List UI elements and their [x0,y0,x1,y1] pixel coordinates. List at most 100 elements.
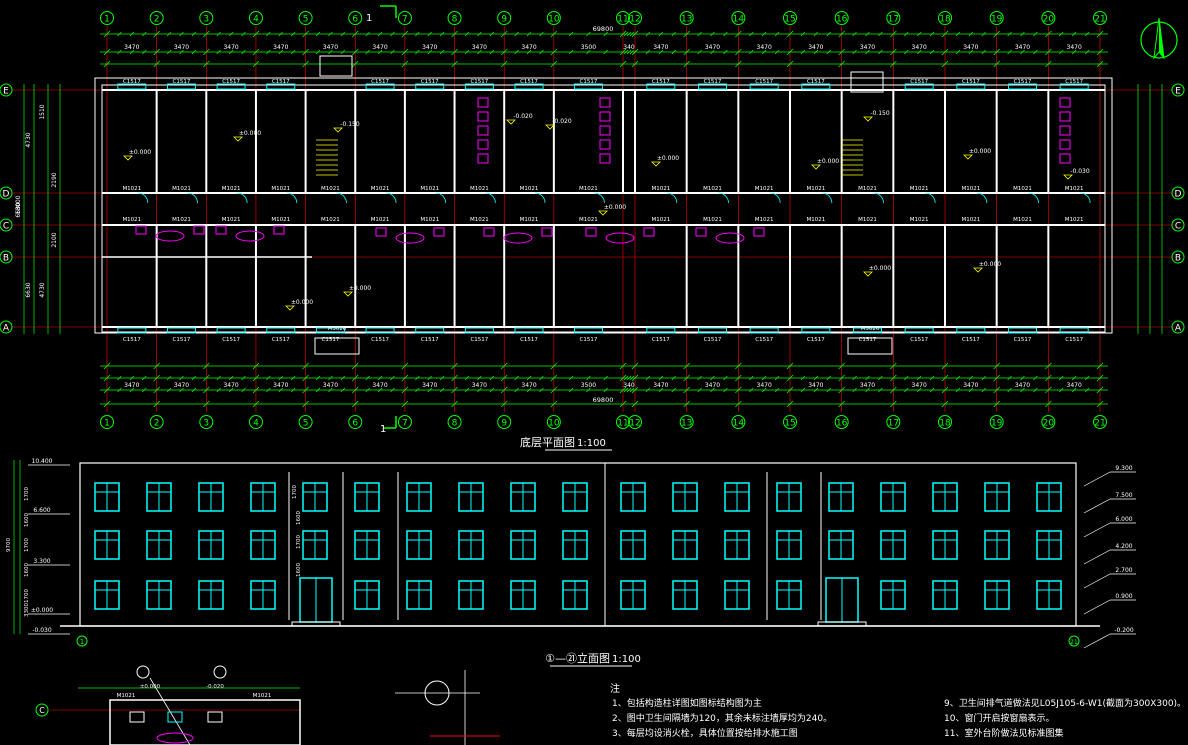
window-north [216,83,246,90]
elevation-left-dim: 3300 [24,603,30,617]
dim-tick [340,387,346,393]
level-label: -0.020 [552,118,572,125]
axis-label-col-4: 4 [253,419,259,429]
door-label: M1021 [910,186,929,192]
dim-tick [941,400,949,408]
dim-tick [645,31,651,37]
axis-bubble-col-21 [1093,11,1107,25]
axis-label-col-8: 8 [452,15,458,25]
dim-tick [103,374,111,382]
dim-tick [1045,48,1052,56]
dim-tick [813,49,819,55]
dim-tick [723,387,728,393]
dim-tick [813,31,819,37]
dim-tick [1059,375,1064,381]
left-dim-label: 2190 [51,172,58,187]
window-south [166,327,196,334]
dim-tick [852,49,857,55]
axis-bubble-col-9 [497,415,512,429]
window-label: C1517 [123,337,141,343]
dim-tick [129,375,135,381]
elevation-right-level: 2.700 [1115,567,1132,574]
dim-tick [761,49,767,55]
window-label: C1517 [123,79,141,85]
dim-tick [626,387,632,393]
level-label: -0.020 [513,113,533,120]
dim-tick [117,49,122,55]
axis-label-col-14: 14 [733,15,745,25]
dim-tick [278,387,284,393]
door-swing [534,192,546,204]
dim-tick [749,387,754,393]
elevation-axis-right: 21 [1070,639,1078,646]
sink-fixture-icon [235,230,265,242]
toilet-fixture-icon [215,225,227,235]
window-north [801,83,831,90]
dim-tick [826,387,831,393]
dim-tick [241,387,246,393]
level-leader [1083,549,1111,565]
axis-label-row-A: A [3,324,10,334]
dim-tick [203,362,210,370]
col-spacing-bottom: 3470 [705,382,720,389]
dim-tick [526,375,532,381]
elevation-right-level: 7.500 [1115,492,1132,499]
dim-tick [191,375,197,381]
dim-tick [1084,49,1090,55]
axis-bubble-col-14 [731,11,746,25]
elevation-left-dim: 1700 [24,538,30,552]
dim-tick [904,31,909,37]
window-label: C1517 [704,79,722,85]
axis-label-col-3: 3 [203,15,209,25]
entry-door-label: M3026 [328,326,347,332]
dim-tick [500,48,508,56]
dim-tick [683,48,690,56]
dim-tick [890,48,897,56]
detail-sink-icon [156,732,194,744]
col-spacing-bottom: 3470 [860,382,875,389]
dim-tick [427,31,432,37]
axis-label-col-4: 4 [253,15,259,25]
dim-tick [671,387,676,393]
door-label: M1021 [271,217,290,223]
level-leader [1083,522,1111,538]
col-spacing-top: 3470 [912,44,927,51]
dim-tick [191,31,197,37]
dim-tick [365,387,370,393]
dim-tick [252,386,260,394]
dim-tick [865,375,870,381]
dim-tick [539,375,544,381]
window-south [1008,327,1037,334]
dim-tick [645,387,651,393]
window-label: C1517 [1065,337,1083,343]
door-label: M1021 [420,217,439,223]
elevation-right-level: -0.200 [1114,627,1134,634]
level-label: -0.150 [870,110,890,117]
dim-tick [451,30,458,38]
door-step [291,621,341,627]
dim-tick [941,30,949,38]
axis-bubble-col-11 [616,11,630,25]
dim-tick [153,374,160,382]
col-spacing-bottom: 3470 [521,382,536,389]
axis-bubble-col-7 [397,415,412,429]
left-dim-label: 4730 [39,282,46,297]
dim-tick [697,31,702,37]
dim-tick [153,30,160,38]
dim-tick [216,49,221,55]
door-swing [594,192,605,204]
dim-tick [723,49,728,55]
dim-tick [278,31,284,37]
dim-tick [710,49,715,55]
dim-tick [890,386,897,394]
window-label: C1517 [173,337,191,343]
axis-label-row-D: D [3,190,10,200]
door-swing [336,192,347,204]
sink-fixture-icon [395,232,425,244]
dim-tick [500,362,508,370]
axis-bubble-col-6 [348,415,363,429]
dim-tick [514,49,519,55]
window-label: C1517 [580,337,598,343]
axis-label-col-11: 11 [617,15,628,25]
